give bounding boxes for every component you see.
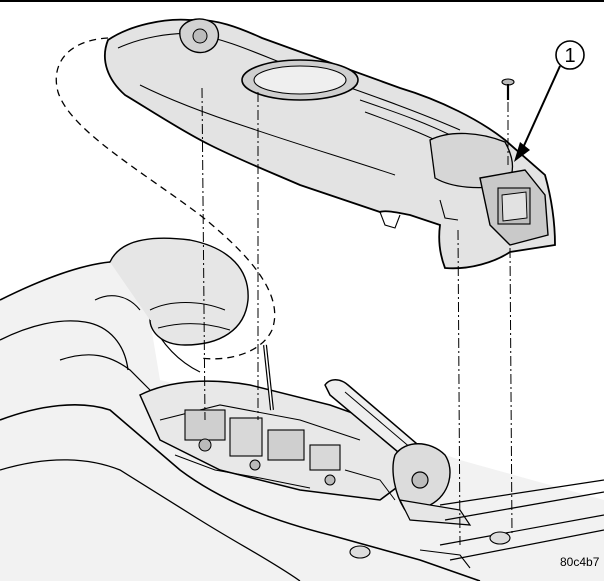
callout-1-label: 1: [564, 45, 575, 67]
screw-fastener: [501, 78, 515, 100]
top-border: [0, 0, 604, 2]
callout-1-arrowhead: [514, 142, 530, 162]
callout-1-circle: [555, 40, 585, 70]
callout-1-leader: [521, 65, 561, 151]
callout-1: 1: [514, 40, 585, 162]
floor-rails: [349, 479, 604, 569]
upper-console-panel: [104, 18, 556, 270]
figure-id: 80c4b7: [560, 555, 600, 569]
alignment-lines: [201, 87, 513, 546]
shifter-mechanism: [139, 344, 421, 501]
phantom-armrest-outline: [55, 37, 276, 360]
